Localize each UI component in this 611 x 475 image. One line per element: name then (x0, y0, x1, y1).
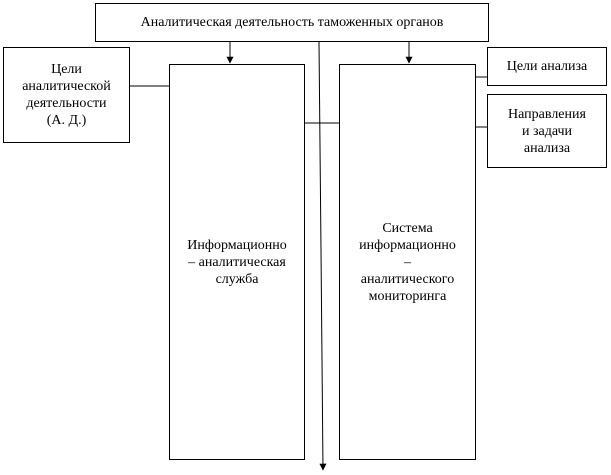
analytics-goals-line: (А. Д.) (46, 113, 87, 128)
monitoring-system-line: информационно (359, 237, 456, 253)
customs-analytics-label: Аналитическая деятельность таможенных ор… (140, 15, 444, 30)
central-descending-arrow (318, 41, 327, 471)
monitoring-system-text: Система информационно – аналитического м… (359, 220, 456, 305)
analytics-goals-line: Цели (51, 62, 82, 77)
analytics-goals-line: деятельности (26, 96, 107, 111)
analytics-goals-text: Цели аналитической деятельности (А. Д.) (22, 61, 111, 129)
monitoring-system-line: аналитического (360, 271, 455, 287)
analysis-goals-label: Цели анализа (506, 59, 588, 74)
analysis-directions-line: анализа (523, 140, 571, 156)
customs-analytics-box: Аналитическая деятельность таможенных ор… (95, 3, 489, 42)
monitoring-system-line: Система (382, 220, 433, 236)
monitoring-system-line: мониторинга (368, 288, 447, 304)
info-analytics-service-line: Информационно (187, 237, 287, 253)
analysis-directions-line: и задачи (521, 123, 573, 139)
info-analytics-service-text: Информационно – аналитическая служба (187, 237, 286, 288)
info-analytics-service-box: Информационно – аналитическая служба (169, 64, 305, 460)
analytics-goals-line: аналитической (22, 79, 111, 94)
analysis-directions-box: Направления и задачи анализа (487, 94, 607, 168)
info-analytics-service-line: служба (215, 271, 259, 287)
analysis-directions-line: Направления (508, 106, 586, 122)
monitoring-system-line: – (403, 254, 411, 270)
analysis-directions-text: Направления и задачи анализа (508, 106, 586, 157)
analytics-goals-box: Цели аналитической деятельности (А. Д.) (3, 47, 130, 143)
info-analytics-service-line: – аналитическая (188, 254, 286, 270)
monitoring-system-box: Система информационно – аналитического м… (339, 64, 476, 460)
analysis-goals-box: Цели анализа (487, 47, 607, 86)
